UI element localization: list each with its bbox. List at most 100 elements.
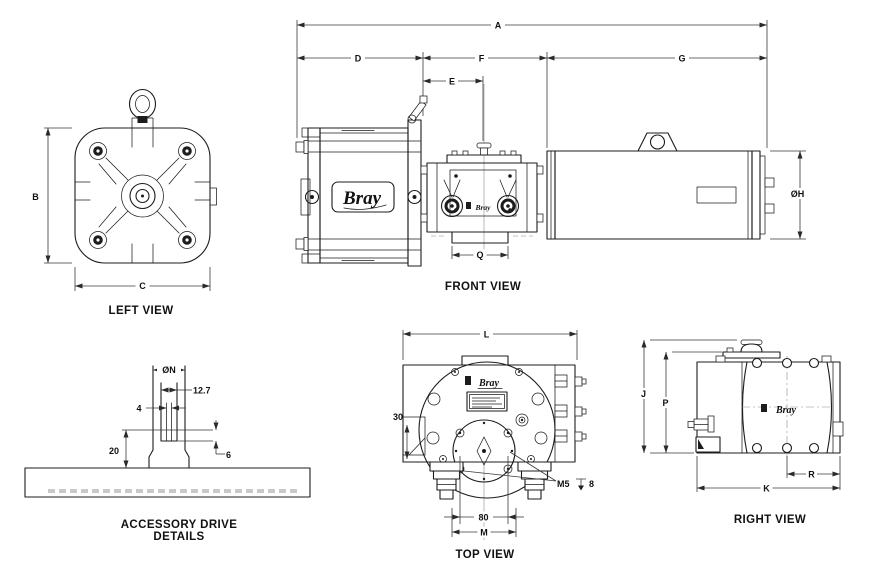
flange-bolt-holes [426,368,548,463]
view-title-right: RIGHT VIEW [734,514,806,526]
dim-k: K [696,456,840,494]
dim-f: F [423,52,547,64]
dim-label-r: R [808,470,815,480]
left-bracket [402,416,426,456]
body-outline [426,162,538,233]
centerlines [742,356,833,458]
view-title-accessory-2: DETAILS [153,531,204,543]
dim-label-n: ØN [162,365,176,375]
view-title-accessory-1: ACCESSORY DRIVE [121,519,238,531]
left-view: B C LEFT VIEW [29,88,217,317]
cylinder-shell [554,150,753,240]
center-body: Bray Q [420,84,544,260]
accessory-drive-details: ØN 12.7 4 20 6 ACCESSORY DRIVE DETAILS [24,364,311,543]
brand-mark: Bray [465,376,503,389]
dim-label-q: Q [476,250,483,260]
dim-l: L [402,328,578,360]
end-flange [759,155,766,235]
dim-label-l: L [484,330,490,340]
right-step-block [832,421,844,437]
pneumatic-cylinder: ØH [546,132,809,240]
flange-lines [436,162,528,233]
view-title-left: LEFT VIEW [109,305,174,317]
yoke-ribs [443,179,517,198]
view-title-top: TOP VIEW [455,549,514,561]
dim-slot-thickness: 4 [136,404,186,414]
front-view: A D F G E [295,19,809,293]
dim-label-f: F [479,54,485,64]
dim-label-height: 20 [109,446,119,456]
brand-logo-text: Bray [478,378,500,389]
bottom-feet [429,461,552,500]
dim-label-p: P [662,398,668,408]
shield-icon [466,202,471,209]
dim-c: C [74,267,211,291]
dim-m: M [451,508,517,538]
right-view: J P [637,339,844,526]
dim-g: G [547,52,767,64]
lifting-eye [128,88,157,129]
dim-label-step: 6 [226,450,231,460]
dim-n: ØN [153,364,185,375]
brand-logo-text: Bray [775,405,797,416]
brand-logo-text: Bray [475,203,492,212]
dim-p: P [660,351,722,453]
dim-b: B [29,127,72,264]
tie-rod-nuts [295,140,309,251]
depth-symbol-icon [576,478,586,491]
output-shaft-hub [121,174,164,218]
shaft-slot-diamond [476,436,492,466]
view-title-front: FRONT VIEW [445,281,521,293]
position-indicator-knob [476,142,492,156]
top-tab [461,355,509,366]
dim-label-m: M [480,528,488,538]
dim-label-h: ØH [791,189,805,199]
cover-bolts [751,357,820,454]
nameplate [466,391,508,412]
mounting-foot [451,231,509,244]
dim-a: A [296,19,768,148]
dim-r: R [786,456,841,490]
side-fitting [687,415,721,453]
dim-slot-width: 12.7 [161,386,211,396]
dim-label-b: B [32,192,39,202]
side-bolt-tabs [420,165,544,223]
iso-flange-circle [452,419,516,483]
dim-label-e: E [449,77,455,87]
right-side-fittings [554,374,587,443]
corner-bolts [89,142,196,249]
left-end-plate [300,178,320,216]
dim-label-bolt-spacing: 80 [478,513,488,523]
dim-label-g: G [678,54,685,64]
dim-label-slot-thickness: 4 [136,404,141,414]
body-outline [402,364,576,463]
side-port-tab [209,187,217,206]
small-brand-mark: Bray [466,202,491,212]
top-view: L 30 [393,328,594,561]
brand-logo-text: Bray [342,188,382,209]
shield-icon [761,404,767,412]
dim-bolt-spacing-80: 80 [444,456,524,524]
dim-label-tab: 30 [393,412,403,422]
manual-override-knob [722,339,781,359]
right-flange [407,119,422,267]
thread-size-label: M5 [557,479,570,489]
top-plate-bolts [451,150,517,156]
dim-label-c: C [139,281,146,291]
dim-label-j: J [641,389,646,399]
spring-module: Bray [295,95,428,267]
cylinder-nameplate [696,186,737,204]
extension-lines [422,52,548,148]
shield-icon [465,376,471,385]
travel-stop-lever [407,95,428,124]
dim-label-slot-width: 12.7 [193,386,211,396]
actuator-flange-circle [418,361,556,499]
brand-mark: Bray [761,404,797,416]
brand-logo-plate: Bray [331,181,395,213]
stop-bosses [440,194,520,218]
tie-rods [307,130,421,261]
dim-label-a: A [495,21,502,31]
casting-ribs [74,127,211,264]
